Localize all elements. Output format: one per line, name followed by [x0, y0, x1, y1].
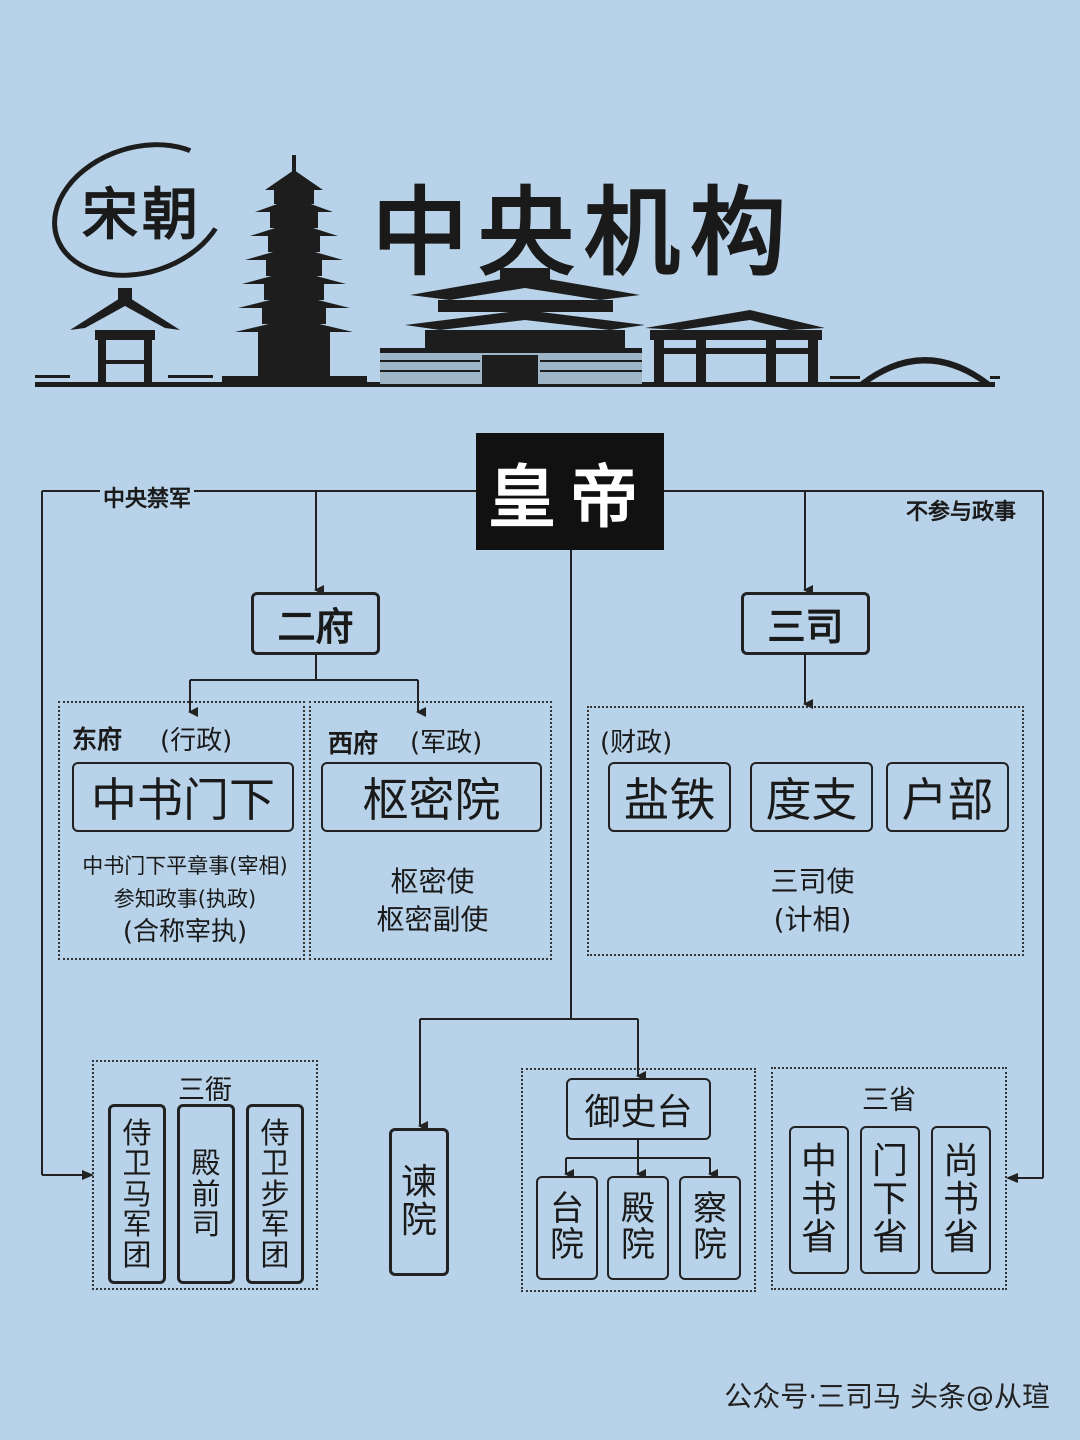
vertical-char: 马	[122, 1176, 152, 1211]
hubu-node: 户部	[886, 762, 1009, 832]
west-fu-role: (军政)	[410, 728, 483, 758]
vertical-char: 省	[800, 1216, 837, 1258]
sansheng-title: 三省	[862, 1085, 916, 1116]
vertical-char: 殿	[191, 1146, 221, 1181]
edge-label-bucanyu: 不参与政事	[906, 500, 1017, 525]
duzhi-node: 度支	[750, 762, 873, 832]
vertical-char: 书	[800, 1179, 837, 1221]
edge-label-jinjun: 中央禁军	[100, 481, 195, 513]
sansheng-group	[771, 1067, 1007, 1290]
dianyuan-node: 殿院	[607, 1176, 669, 1280]
vertical-char: 下	[871, 1179, 908, 1221]
emperor-node: 皇帝	[476, 433, 664, 550]
sanya-title: 三衙	[178, 1075, 232, 1106]
vertical-char: 步	[260, 1176, 290, 1211]
vertical-char: 省	[871, 1216, 908, 1258]
vertical-char: 军	[122, 1207, 152, 1242]
vertical-char: 院	[621, 1225, 655, 1265]
zhongshusheng-node: 中书省	[789, 1126, 849, 1274]
vertical-char: 谏	[400, 1162, 437, 1204]
vertical-char: 团	[122, 1237, 152, 1272]
west-fu-line1: 枢密使	[390, 865, 475, 898]
menxiasheng-node: 门下省	[860, 1126, 920, 1274]
seal-text: 宋朝	[82, 182, 202, 248]
vertical-char: 团	[260, 1237, 290, 1272]
taiyuan-node: 台院	[536, 1176, 598, 1280]
sansi-line1: 三司使	[770, 865, 855, 898]
vertical-char: 殿	[621, 1189, 655, 1230]
shiwei-bujun-node: 侍卫步军团	[246, 1104, 304, 1284]
west-fu-group	[309, 701, 552, 960]
jianyuan-node: 谏院	[389, 1128, 449, 1276]
vertical-char: 侍	[122, 1115, 152, 1150]
vertical-char: 院	[400, 1200, 437, 1241]
dianqiansi-node: 殿前司	[177, 1104, 235, 1284]
sansi-node: 三司	[741, 592, 870, 655]
shiwei-majun-node: 侍卫马军团	[108, 1104, 166, 1284]
vertical-char: 察	[693, 1189, 727, 1230]
east-fu-role: (行政)	[160, 726, 233, 756]
skyline-illustration	[35, 155, 1000, 387]
page-title: 中央机构	[372, 176, 796, 289]
vertical-char: 台	[550, 1189, 584, 1230]
sansi-role: (财政)	[600, 728, 673, 758]
yushitai-group	[521, 1068, 756, 1292]
vertical-char: 省	[942, 1216, 979, 1258]
east-fu-name: 东府	[72, 725, 123, 754]
vertical-char: 卫	[260, 1146, 290, 1181]
vertical-char: 前	[191, 1176, 221, 1211]
east-fu-group	[58, 701, 305, 960]
vertical-char: 军	[260, 1207, 290, 1242]
vertical-char: 门	[871, 1141, 908, 1183]
watermark: 公众号·三司马 头条@从瑄	[724, 1380, 1050, 1413]
vertical-char: 中	[800, 1141, 837, 1183]
yushitai-node: 御史台	[566, 1078, 711, 1140]
vertical-char: 侍	[260, 1115, 290, 1150]
yantie-node: 盐铁	[608, 762, 731, 832]
sansi-group	[587, 706, 1024, 956]
erfu-node: 二府	[251, 592, 380, 655]
shumiyuan-node: 枢密院	[321, 762, 542, 832]
west-fu-line2: 枢密副使	[376, 903, 489, 936]
vertical-char: 尚	[942, 1141, 979, 1183]
vertical-char: 院	[550, 1225, 584, 1265]
vertical-char: 院	[693, 1225, 727, 1265]
shangshusheng-node: 尚书省	[931, 1126, 991, 1274]
chayuan-node: 察院	[679, 1176, 741, 1280]
east-fu-line3: (合称宰执)	[122, 917, 248, 947]
vertical-char: 卫	[122, 1146, 152, 1181]
sanya-group	[92, 1060, 318, 1290]
east-fu-line2: 参知政事(执政)	[113, 887, 257, 911]
vertical-char: 司	[191, 1207, 221, 1242]
east-fu-line1: 中书门下平章事(宰相)	[82, 854, 288, 878]
zhongshumenxia-node: 中书门下	[72, 762, 294, 832]
west-fu-name: 西府	[328, 729, 379, 758]
sansi-line2: (计相)	[773, 903, 852, 936]
vertical-char: 书	[942, 1179, 979, 1221]
